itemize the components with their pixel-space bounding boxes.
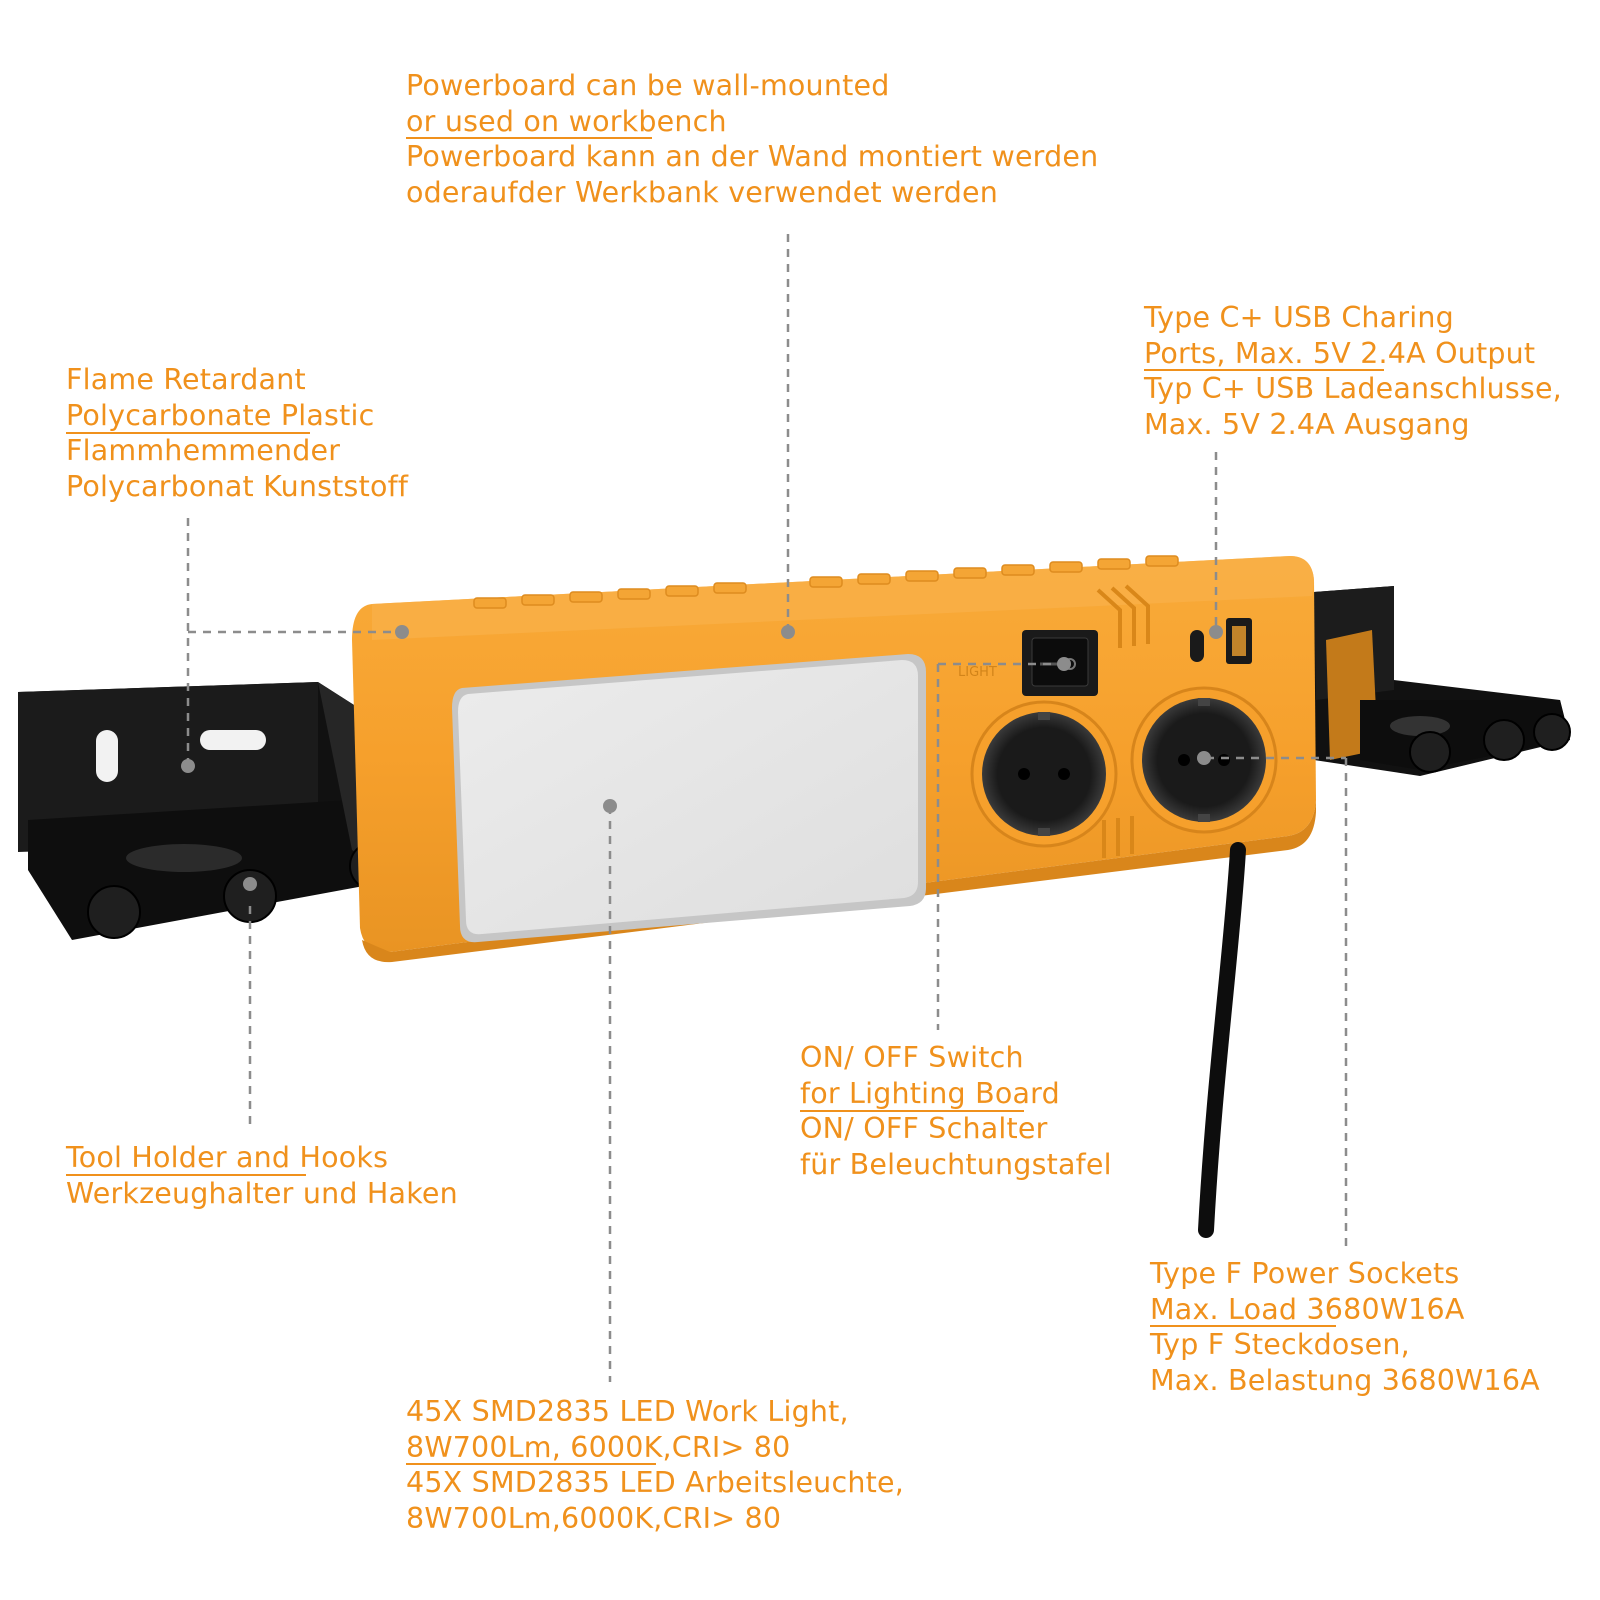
callout-line: Max. Belastung 3680W16A bbox=[1150, 1363, 1540, 1397]
right-tool-holder-bracket bbox=[1314, 586, 1571, 776]
leader-lines bbox=[186, 234, 1348, 1382]
callout-line: Polycarbonate Plastic bbox=[66, 398, 375, 432]
usb-c-port-icon[interactable] bbox=[1190, 630, 1204, 662]
callout-line: ON/ OFF Schalter bbox=[800, 1112, 1048, 1145]
callout-line: Flammhemmender bbox=[66, 434, 341, 467]
callout-line: Typ F Steckdosen, bbox=[1150, 1328, 1410, 1361]
callout-line: Powerboard kann an der Wand montiert wer… bbox=[406, 140, 1099, 173]
callout-line: für Beleuchtungstafel bbox=[800, 1147, 1112, 1181]
switch-light-label: LIGHT bbox=[958, 665, 997, 680]
callout-line: 45X SMD2835 LED Arbeitsleuchte, bbox=[406, 1466, 904, 1499]
callout-divider bbox=[66, 1174, 306, 1176]
left-tool-holder-bracket bbox=[18, 682, 399, 940]
callout-divider bbox=[406, 1463, 656, 1465]
hook-icon bbox=[1483, 719, 1525, 761]
callout-line: 45X SMD2835 LED Work Light, bbox=[406, 1395, 849, 1428]
callout-line: ON/ OFF Switch bbox=[800, 1041, 1024, 1074]
callout-divider bbox=[1144, 369, 1384, 371]
callout-tool-holder: Tool Holder and Hooks Werkzeughalter und… bbox=[66, 1140, 458, 1211]
power-cable bbox=[1198, 842, 1246, 1238]
callout-divider bbox=[406, 137, 652, 139]
hook-icon bbox=[87, 885, 141, 939]
callout-wall-mount: Powerboard can be wall-mounted or used o… bbox=[406, 68, 1098, 210]
callout-sockets: Type F Power Sockets Max. Load 3680W16A … bbox=[1150, 1256, 1540, 1398]
power-socket-left[interactable] bbox=[970, 700, 1118, 848]
callout-line: Max. Load 3680W16A bbox=[1150, 1292, 1465, 1326]
callout-line: 8W700Lm, 6000K,CRI> 80 bbox=[406, 1430, 791, 1464]
callout-line: Max. 5V 2.4A Ausgang bbox=[1144, 407, 1470, 441]
callout-line: Typ C+ USB Ladeanschlusse, bbox=[1144, 372, 1562, 405]
callout-line: 8W700Lm,6000K,CRI> 80 bbox=[406, 1501, 782, 1535]
callout-divider bbox=[1150, 1325, 1336, 1327]
leader-dots bbox=[181, 625, 1223, 891]
hook-icon bbox=[1409, 731, 1451, 773]
callout-led-light: 45X SMD2835 LED Work Light, 8W700Lm, 600… bbox=[406, 1394, 904, 1536]
callout-line: Type C+ USB Charing bbox=[1144, 301, 1454, 334]
callout-line: Tool Holder and Hooks bbox=[66, 1141, 389, 1174]
callout-line: Type F Power Sockets bbox=[1150, 1257, 1460, 1290]
callout-line: Powerboard can be wall-mounted bbox=[406, 69, 890, 102]
callout-divider bbox=[66, 432, 310, 434]
callout-line: Werkzeughalter und Haken bbox=[66, 1176, 458, 1210]
callout-line: Ports, Max. 5V 2.4A Output bbox=[1144, 336, 1536, 370]
callout-line: Flame Retardant bbox=[66, 363, 306, 396]
usb-a-port-icon[interactable] bbox=[1226, 618, 1252, 664]
led-light-panel bbox=[452, 654, 926, 943]
callout-line: for Lighting Board bbox=[800, 1076, 1060, 1110]
callout-switch: ON/ OFF Switch for Lighting Board ON/ OF… bbox=[800, 1040, 1112, 1182]
callout-flame-retardant: Flame Retardant Polycarbonate Plastic Fl… bbox=[66, 362, 408, 504]
callout-usb-ports: Type C+ USB Charing Ports, Max. 5V 2.4A … bbox=[1144, 300, 1562, 442]
callout-line: or used on workbench bbox=[406, 104, 727, 138]
callout-line: oderaufder Werkbank verwendet werden bbox=[406, 175, 999, 209]
callout-divider bbox=[800, 1110, 1024, 1112]
hook-icon bbox=[1533, 713, 1571, 751]
callout-line: Polycarbonat Kunststoff bbox=[66, 469, 409, 503]
